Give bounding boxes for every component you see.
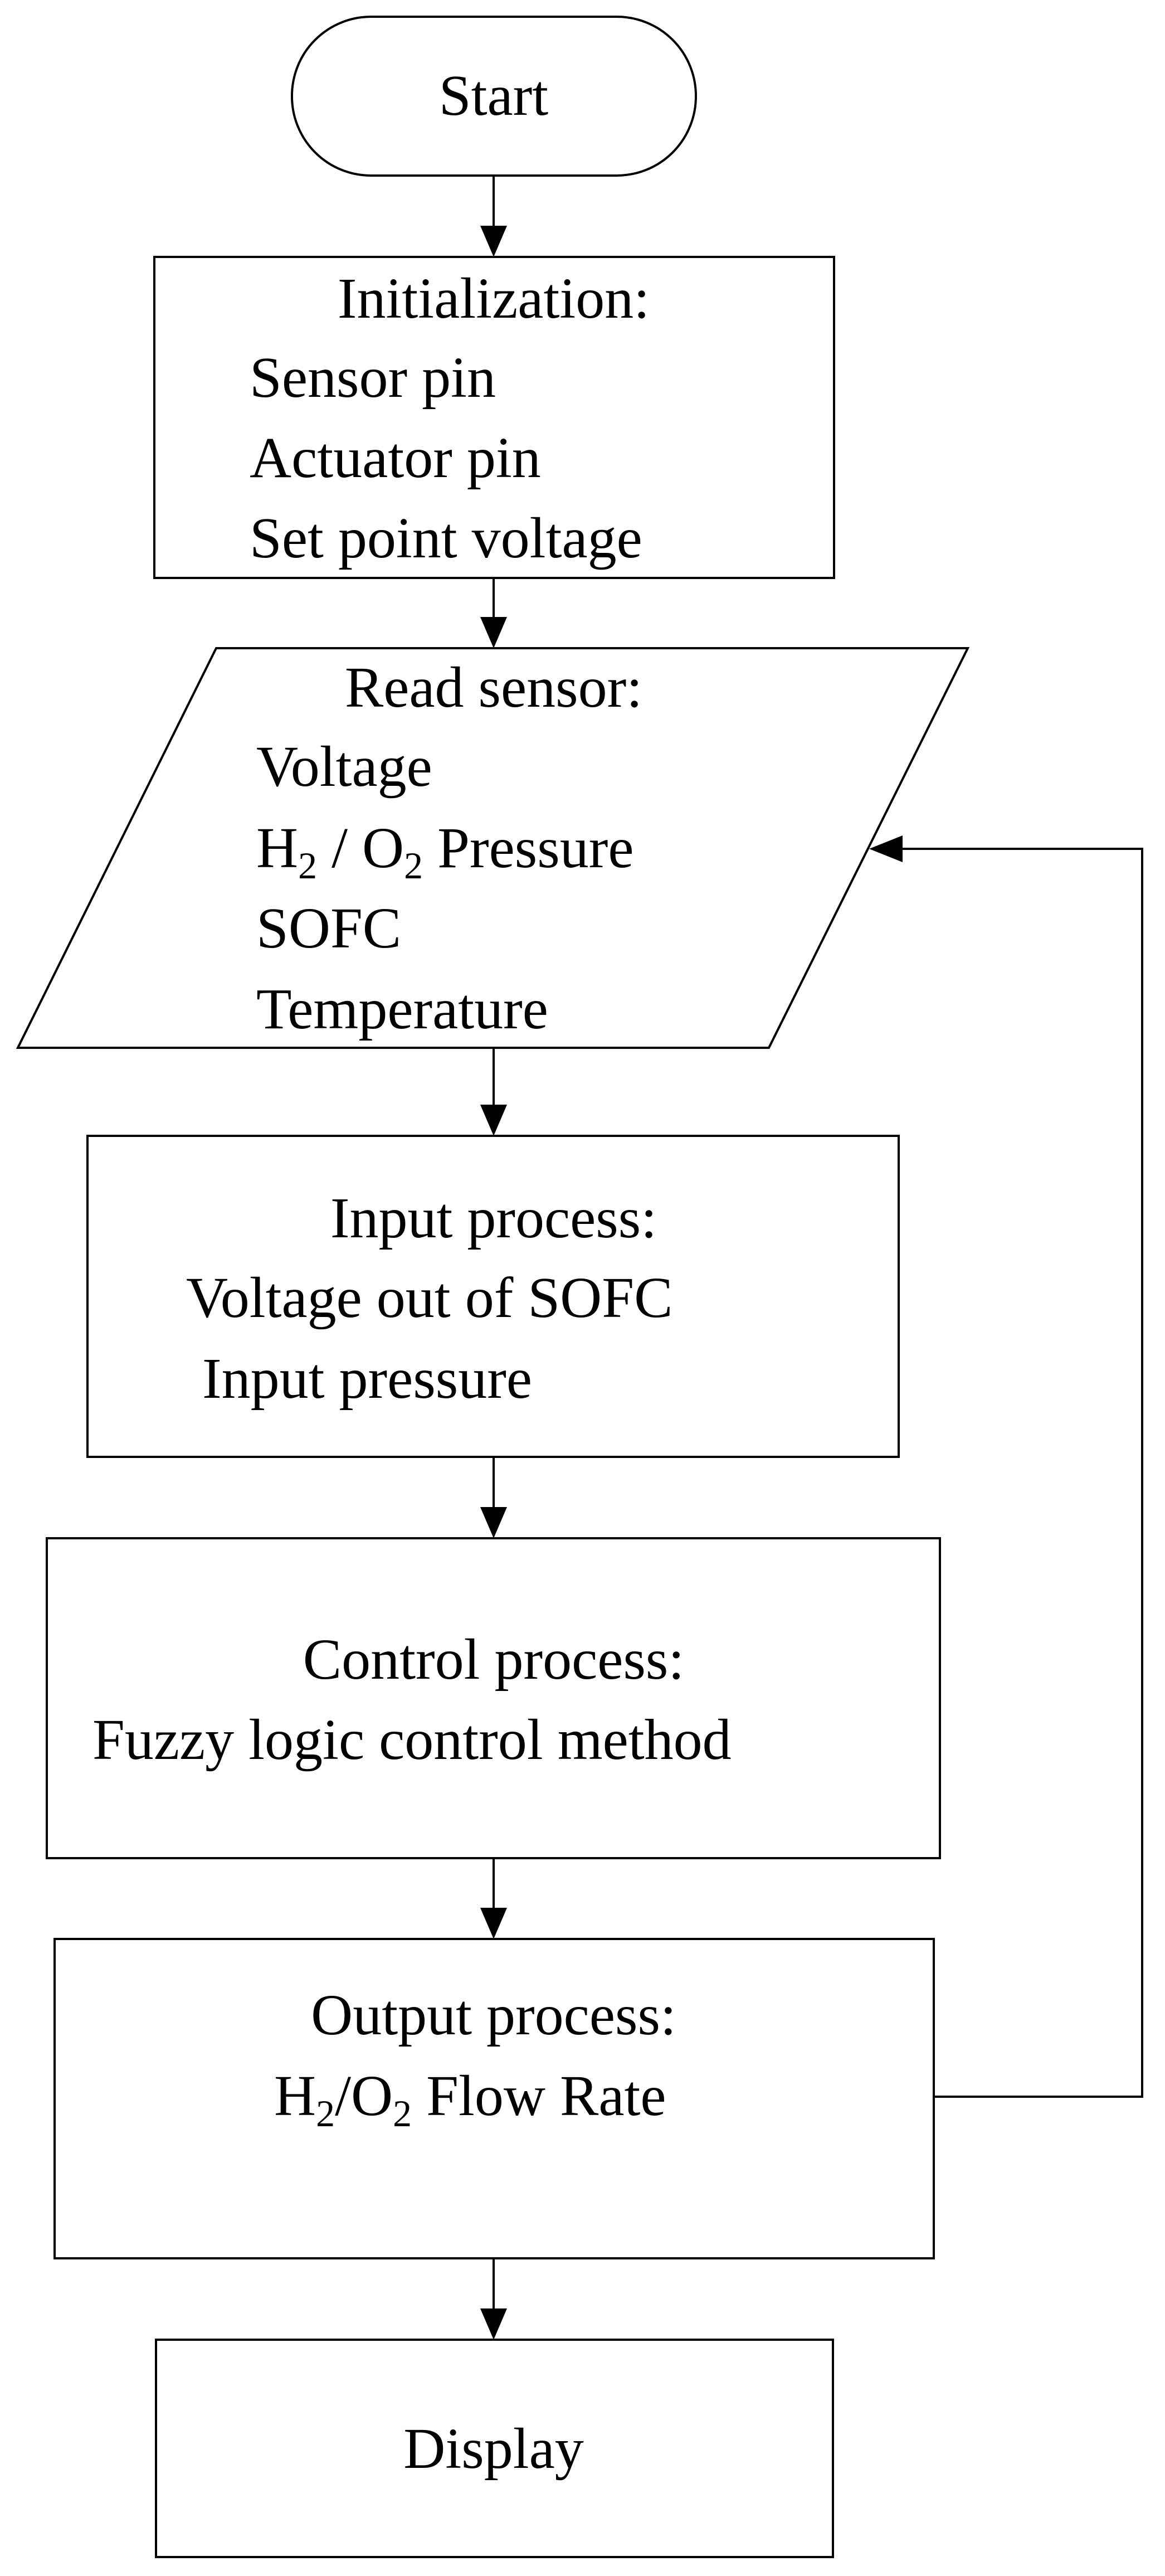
arrow-initialization-to-read-sensor (480, 578, 507, 648)
control-process-line-fuzzy-logic: Fuzzy logic control method (92, 1708, 732, 1772)
output-process-box (53, 1938, 935, 2259)
input-process-box (86, 1135, 900, 1458)
read-sensor-line-temperature: Temperature (256, 977, 548, 1041)
start-node[interactable]: Start (291, 16, 697, 177)
input-process-title: Input process: (330, 1186, 657, 1250)
display-node[interactable]: Display (155, 2339, 834, 2558)
control-process-title: Control process: (303, 1627, 685, 1692)
initialization-title: Initialization: (338, 266, 650, 330)
arrow-start-to-initialization (480, 176, 507, 257)
control-process-box (46, 1537, 941, 1859)
initialization-line-set-point-voltage: Set point voltage (250, 506, 642, 570)
output-process-node[interactable]: Output process: H2/O2 Flow Rate (53, 1938, 935, 2259)
arrow-feedback-loop-output-to-read-sensor (869, 835, 1143, 2098)
arrow-control-process-to-output-process (480, 1858, 507, 1939)
control-process-node[interactable]: Control process: Fuzzy logic control met… (46, 1537, 941, 1859)
output-process-title: Output process: (311, 1983, 676, 2047)
read-sensor-line-pressure: H2 / O2 Pressure (256, 816, 633, 887)
read-sensor-title: Read sensor: (345, 655, 642, 720)
output-process-line-flow-rate: H2/O2 Flow Rate (274, 2064, 666, 2135)
initialization-line-actuator-pin: Actuator pin (250, 426, 541, 490)
arrow-read-sensor-to-input-process (480, 1048, 507, 1136)
initialization-line-sensor-pin: Sensor pin (250, 346, 496, 410)
read-sensor-node[interactable]: Read sensor: Voltage H2 / O2 Pressure SO… (16, 647, 970, 1049)
read-sensor-parallelogram (16, 647, 970, 1049)
arrow-input-process-to-control-process (480, 1457, 507, 1538)
input-process-line-voltage-out: Voltage out of SOFC (186, 1266, 673, 1330)
arrow-output-process-to-display (480, 2258, 507, 2340)
read-sensor-line-voltage: Voltage (256, 735, 432, 799)
input-process-line-input-pressure: Input pressure (202, 1347, 532, 1411)
display-label: Display (403, 2417, 584, 2481)
start-label: Start (439, 64, 549, 128)
read-sensor-line-sofc: SOFC (256, 896, 401, 960)
input-process-node[interactable]: Input process: Voltage out of SOFC Input… (86, 1135, 900, 1458)
initialization-node[interactable]: Initialization: Sensor pin Actuator pin … (153, 256, 835, 579)
display-box (155, 2339, 834, 2558)
initialization-box (153, 256, 835, 579)
